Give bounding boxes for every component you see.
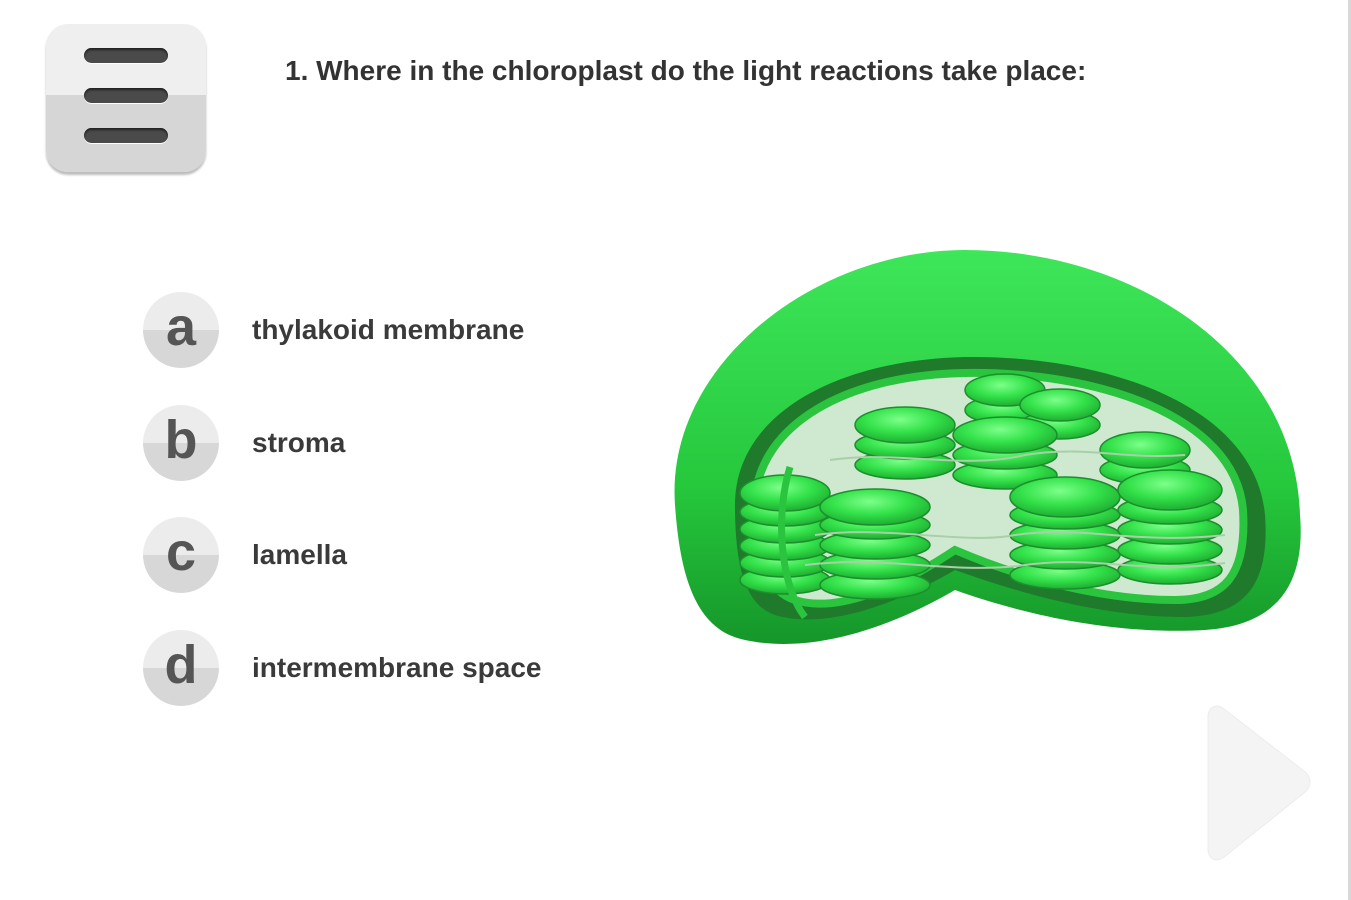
option-letter-badge: c bbox=[143, 517, 219, 593]
option-label: lamella bbox=[252, 539, 347, 570]
question-text: 1. Where in the chloroplast do the light… bbox=[285, 55, 1087, 86]
play-arrow-icon bbox=[1207, 705, 1311, 861]
option-b[interactable]: b stroma bbox=[143, 405, 345, 481]
option-label: intermembrane space bbox=[252, 652, 542, 683]
next-button[interactable] bbox=[1198, 705, 1313, 865]
option-letter-badge: b bbox=[143, 405, 219, 481]
option-letter-badge: a bbox=[143, 292, 219, 368]
option-letter-badge: d bbox=[143, 630, 219, 706]
lamellae bbox=[804, 450, 1226, 569]
option-label: thylakoid membrane bbox=[252, 314, 525, 345]
option-label: stroma bbox=[252, 427, 346, 458]
chloroplast-illustration bbox=[674, 250, 1301, 644]
option-d[interactable]: d intermembrane space bbox=[143, 630, 541, 706]
option-c[interactable]: c lamella bbox=[143, 517, 347, 593]
option-a[interactable]: a thylakoid membrane bbox=[143, 292, 524, 368]
menu-button[interactable] bbox=[46, 24, 206, 172]
window-edge bbox=[1348, 0, 1351, 900]
